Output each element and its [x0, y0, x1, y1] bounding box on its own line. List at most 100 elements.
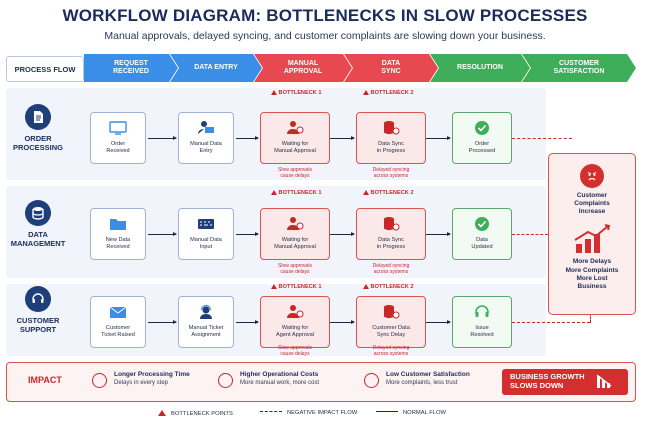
stage-data-sync: DATA SYNC	[344, 54, 438, 82]
flow-arrow	[236, 320, 259, 324]
bottleneck-2-label: BOTTLENECK 2	[348, 284, 428, 290]
step-card: New Data Received	[90, 208, 146, 260]
bottleneck-1-label: BOTTLENECK 1	[256, 90, 336, 96]
flow-arrow	[330, 232, 355, 236]
keyboard-icon	[179, 213, 233, 235]
bottleneck-1-label: BOTTLENECK 1	[256, 190, 336, 196]
bottleneck-card: Waiting for Agent Approval	[260, 296, 330, 348]
flow-arrow	[148, 320, 177, 324]
row-label-data-management: DATA MANAGEMENT	[10, 230, 66, 248]
flow-arrow	[236, 232, 259, 236]
complaints-increase-text: Customer Complaints Increase	[574, 192, 610, 216]
stage-manual-approval: MANUAL APPROVAL	[254, 54, 352, 82]
step-label: Order Processed	[468, 141, 496, 154]
bottleneck-note: Slow approvals cause delays	[278, 167, 312, 180]
impact-item-desc: More manual work, more cost	[240, 380, 320, 386]
warning-icon	[270, 190, 277, 195]
bar-chart-up-icon	[572, 224, 612, 254]
warning-icon	[158, 410, 166, 416]
impact-item-title: Longer Processing Time	[114, 371, 190, 378]
negative-flow-arrow	[512, 234, 548, 235]
business-growth-text: BUSINESS GROWTH SLOWS DOWN	[510, 372, 585, 390]
warning-icon	[270, 90, 277, 95]
step-card: Manual Data Entry	[178, 112, 234, 164]
row-head-data: DATA MANAGEMENT	[8, 200, 68, 248]
warning-icon	[362, 90, 369, 95]
legend-bottleneck: BOTTLENECK POINTS	[158, 410, 233, 417]
envelope-icon	[91, 301, 145, 323]
row-head-order: ORDER PROCESSING	[8, 104, 68, 152]
flow-arrow	[426, 136, 451, 140]
step-card: Order Received	[90, 112, 146, 164]
angry-face-icon	[580, 164, 604, 188]
warning-icon	[270, 284, 277, 289]
step-card: Order Processed	[452, 112, 512, 164]
headset-check-icon	[453, 301, 511, 323]
bottleneck-note: Slow approvals cause delays	[278, 263, 312, 276]
process-flow-label: PROCESS FLOW	[6, 56, 84, 82]
sad-face-icon	[364, 373, 379, 388]
user-clock-icon	[261, 117, 329, 139]
step-card: Data Updated	[452, 208, 512, 260]
step-card: Issue Resolved	[452, 296, 512, 348]
step-label: Order Received	[106, 141, 130, 154]
impact-item-desc: More complaints, less trust	[386, 380, 458, 386]
bottleneck-note: Delayed syncing across systems	[372, 345, 410, 358]
impact-item: Higher Operational Costs More manual wor…	[240, 371, 319, 386]
step-card: Manual Ticket Assignment	[178, 296, 234, 348]
flow-arrow	[330, 136, 355, 140]
bottleneck-card: Data Sync in Progress	[356, 112, 426, 164]
check-circle-icon	[453, 117, 511, 139]
warning-icon	[362, 190, 369, 195]
page-subtitle: Manual approvals, delayed syncing, and c…	[104, 30, 546, 42]
database-icon	[25, 200, 51, 226]
bottleneck-card: Data Sync in Progress	[356, 208, 426, 260]
row-label-order-processing: ORDER PROCESSING	[12, 134, 63, 152]
impact-item-title: Higher Operational Costs	[240, 371, 319, 378]
step-label: New Data Received	[105, 237, 131, 250]
headset-icon	[25, 286, 51, 312]
document-icon	[25, 104, 51, 130]
bottleneck-2-label: BOTTLENECK 2	[348, 90, 428, 96]
stage-customer-satisfaction: CUSTOMER SATISFACTION	[522, 54, 636, 82]
agent-icon	[179, 301, 233, 323]
stage-data-entry: DATA ENTRY	[170, 54, 262, 82]
dashed-line-icon	[260, 411, 282, 412]
step-label: Waiting for Agent Approval	[276, 325, 314, 338]
step-label: Data Updated	[471, 237, 493, 250]
impact-item: Longer Processing Time Delays in every s…	[114, 371, 190, 386]
chart-down-icon	[595, 373, 615, 392]
step-label: Data Sync in Progress	[376, 141, 406, 154]
bottleneck-note: Slow approvals cause delays	[278, 345, 312, 358]
impact-label: IMPACT	[28, 375, 62, 385]
negative-flow-arrow	[512, 322, 590, 323]
flow-arrow	[148, 232, 177, 236]
cost-icon	[218, 373, 233, 388]
flow-arrow	[330, 320, 355, 324]
step-label: Issue Resolved	[470, 325, 494, 338]
bottleneck-1-label: BOTTLENECK 1	[256, 284, 336, 290]
bottleneck-2-label: BOTTLENECK 2	[348, 190, 428, 196]
impact-item-desc: Delays in every step	[114, 380, 169, 386]
step-label: Manual Data Entry	[190, 141, 222, 154]
row-head-support: CUSTOMER SUPPORT	[8, 286, 68, 334]
step-label: Data Sync in Progress	[376, 237, 406, 250]
user-clock-icon	[261, 301, 329, 323]
monitor-icon	[91, 117, 145, 139]
flow-arrow	[426, 232, 451, 236]
outcome-panel: Customer Complaints Increase More Delays…	[548, 153, 636, 315]
user-clock-icon	[261, 213, 329, 235]
business-growth-banner: BUSINESS GROWTH SLOWS DOWN	[502, 369, 628, 395]
database-clock-icon	[357, 301, 425, 323]
bottleneck-note: Delayed syncing across systems	[372, 167, 410, 180]
database-clock-icon	[357, 213, 425, 235]
person-at-computer-icon	[179, 117, 233, 139]
stage-resolution: RESOLUTION	[430, 54, 530, 82]
impact-item: Low Customer Satisfaction More complaint…	[386, 371, 470, 386]
more-delays-text: More Delays More Complaints More Lost Bu…	[565, 258, 619, 290]
legend-negative: NEGATIVE IMPACT FLOW	[260, 410, 357, 416]
step-label: Customer Ticket Raised	[101, 325, 135, 338]
step-label: Waiting for Manual Approval	[274, 141, 316, 154]
database-clock-icon	[357, 117, 425, 139]
flow-arrow	[236, 136, 259, 140]
